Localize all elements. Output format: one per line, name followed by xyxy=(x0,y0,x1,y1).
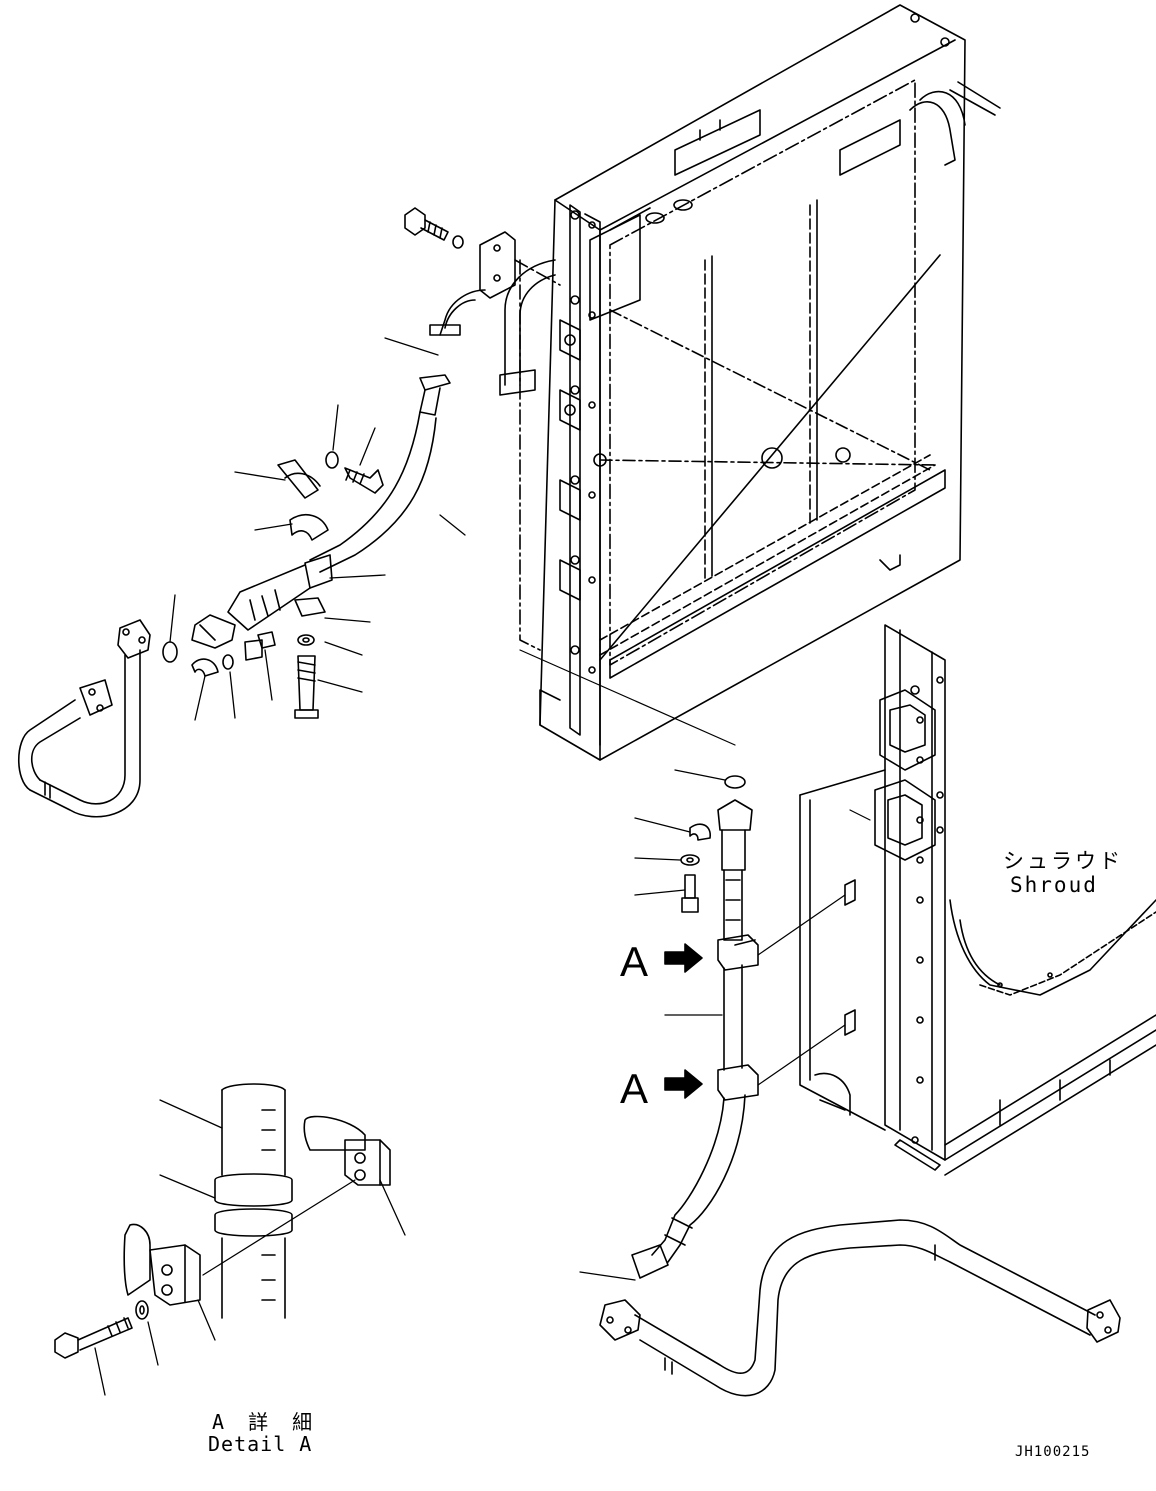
view-marker-a-lower: A xyxy=(620,1065,649,1112)
drawing-code: JH100215 xyxy=(1015,1444,1091,1460)
detail-a-view xyxy=(54,1083,391,1359)
leader-lines-left xyxy=(169,337,466,721)
leader-lines-right xyxy=(579,769,726,1281)
shroud-panel xyxy=(799,624,1156,1176)
view-arrows xyxy=(664,943,703,1099)
radiator-assembly xyxy=(519,4,1001,761)
lower-hose-assembly xyxy=(631,775,846,1279)
upper-radiator-pipe xyxy=(429,231,736,746)
top-bolt xyxy=(404,207,464,249)
view-marker-a-upper: A xyxy=(620,938,649,985)
detail-a-title-jp: A 詳 細 xyxy=(212,1410,319,1434)
left-hose-assembly xyxy=(162,374,451,719)
shroud-label-en: Shroud xyxy=(1010,873,1098,897)
shroud-label-jp: シュラウド xyxy=(1003,849,1123,873)
leader-lines-detail xyxy=(94,1099,406,1396)
lower-right-pipe xyxy=(599,1219,1121,1397)
lower-left-pipe xyxy=(18,619,151,818)
detail-a-title-en: Detail A xyxy=(208,1432,313,1456)
